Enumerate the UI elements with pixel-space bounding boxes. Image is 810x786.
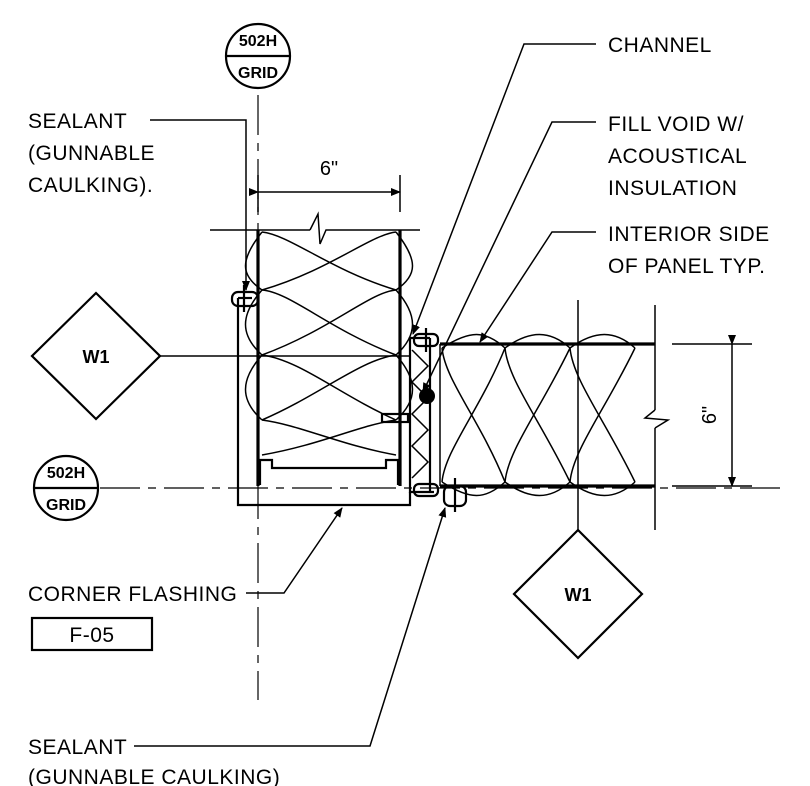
callout-interior-side: INTERIOR SIDE OF PANEL TYP. [479,223,770,343]
wall-tag-left-text: W1 [83,347,110,367]
grid-bubble-top-label: GRID [238,65,278,82]
dimension-right: 6" [672,335,752,487]
fasteners [230,285,468,512]
grid-bubble-top-number: 502H [239,33,277,50]
svg-text:INTERIOR SIDE: INTERIOR SIDE [608,223,770,246]
svg-text:INSULATION: INSULATION [608,177,737,200]
flashing-tag-text: F-05 [69,624,114,647]
svg-text:(GUNNABLE CAULKING): (GUNNABLE CAULKING) [28,766,280,786]
wall-tag-left: W1 [30,291,410,421]
callout-corner-flashing: CORNER FLASHING F-05 [28,507,343,652]
svg-text:SEALANT: SEALANT [28,736,127,759]
callout-channel: CHANNEL [412,34,712,335]
grid-bubble-left-label: GRID [46,497,86,514]
grid-bubble-left-number: 502H [47,465,85,482]
flashing-tag-box [30,616,154,652]
svg-text:CHANNEL: CHANNEL [608,34,712,57]
svg-text:ACOUSTICAL: ACOUSTICAL [608,145,747,168]
svg-text:SEALANT: SEALANT [28,110,127,133]
corner-flashing [236,298,412,507]
dimension-top-value: 6" [320,158,338,180]
dimension-top: 6" [249,158,401,212]
callout-sealant-bottom: SEALANT (GUNNABLE CAULKING) [28,507,447,786]
vertical-wall-panel [210,211,420,486]
backer-rod [419,388,435,404]
horizontal-wall-panel [439,305,671,530]
svg-text:FILL VOID W/: FILL VOID W/ [608,113,744,136]
callout-fill-void: FILL VOID W/ ACOUSTICAL INSULATION [422,113,747,393]
grid-bubble-top: 502H GRID [224,22,292,90]
wall-tag-bottom-text: W1 [565,585,592,605]
wall-tag-bottom: W1 [512,528,644,660]
dimension-right-value: 6" [699,406,721,424]
svg-text:CORNER FLASHING: CORNER FLASHING [28,583,237,606]
svg-text:CAULKING).: CAULKING). [28,174,153,197]
svg-text:OF PANEL TYP.: OF PANEL TYP. [608,255,765,278]
svg-text:(GUNNABLE: (GUNNABLE [28,142,155,165]
channel-with-acoustical-fill [408,336,435,494]
grid-bubble-left: 502H GRID [32,454,100,522]
callout-sealant-top: SEALANT (GUNNABLE CAULKING). [28,110,250,291]
